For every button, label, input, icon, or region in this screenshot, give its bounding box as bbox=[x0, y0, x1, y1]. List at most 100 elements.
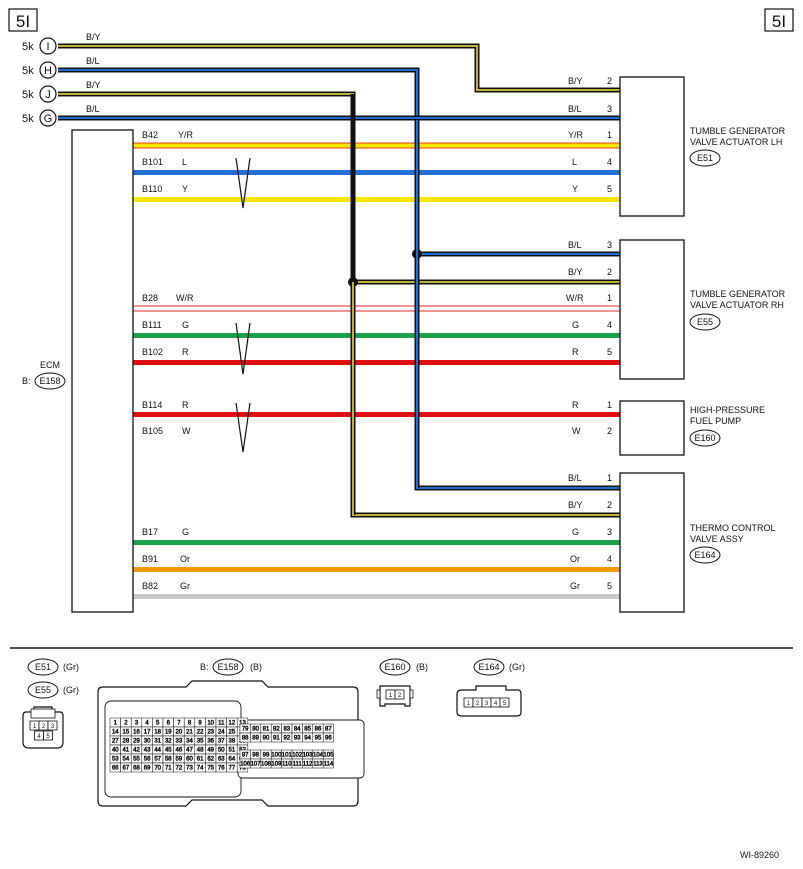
component-connector: E164 bbox=[694, 550, 715, 560]
pin-number: 83 bbox=[283, 727, 290, 733]
pin-number: 91 bbox=[273, 736, 280, 742]
ground-wire-code: B/Y bbox=[86, 80, 101, 90]
wire-b114 bbox=[133, 412, 620, 417]
pin-number: 111 bbox=[293, 762, 303, 768]
pin-number: 109 bbox=[271, 762, 282, 768]
wire-b110 bbox=[133, 197, 620, 202]
wire-b28 bbox=[132, 305, 621, 312]
pin-number: 85 bbox=[304, 727, 311, 733]
wire-code: G bbox=[182, 527, 189, 537]
pin-number: 36 bbox=[207, 739, 214, 745]
component-boxes bbox=[619, 76, 685, 613]
ecm-name: ECM bbox=[40, 360, 60, 370]
pin-number: 4 bbox=[37, 734, 41, 740]
pin-number: 112 bbox=[303, 762, 313, 768]
supply-code: B/Y bbox=[568, 76, 583, 86]
signal-wires bbox=[132, 142, 621, 599]
pin-number: 76 bbox=[218, 766, 225, 772]
pin-number: 90 bbox=[263, 736, 270, 742]
legend-badge-e164 bbox=[473, 658, 505, 676]
pin-number: 1 bbox=[114, 721, 118, 727]
pin-number: 23 bbox=[207, 730, 214, 736]
legend-badge-e51 bbox=[27, 658, 59, 676]
ground-wire-code: B/L bbox=[86, 56, 100, 66]
supply-pin: 2 bbox=[607, 267, 612, 277]
component-box-e51 bbox=[619, 76, 685, 217]
pin-number: 94 bbox=[304, 736, 311, 742]
pin-number: 38 bbox=[229, 739, 236, 745]
component-pin: 3 bbox=[607, 527, 612, 537]
pin-number: 103 bbox=[303, 753, 314, 759]
legend-prefix: B: bbox=[200, 662, 209, 672]
wire-code: R bbox=[182, 347, 189, 357]
wire-code: Gr bbox=[180, 581, 190, 591]
pin-number: 6 bbox=[167, 721, 171, 727]
legend-connector: E55 bbox=[35, 685, 51, 695]
pin-number: 99 bbox=[263, 753, 270, 759]
legend-housing: (Gr) bbox=[63, 662, 79, 672]
pin-number: 68 bbox=[133, 766, 140, 772]
pin-number: 43 bbox=[144, 748, 151, 754]
pin-number: 5 bbox=[46, 734, 50, 740]
pin-number: 34 bbox=[186, 739, 193, 745]
pin-number: 46 bbox=[176, 748, 183, 754]
component-pin: 4 bbox=[607, 320, 612, 330]
ground-wire-code: B/Y bbox=[86, 32, 101, 42]
pin-number: 82 bbox=[273, 727, 280, 733]
wire-code: L bbox=[572, 157, 577, 167]
pin-number: 45 bbox=[165, 748, 172, 754]
pin-number: 28 bbox=[123, 739, 130, 745]
pin-number: 2 bbox=[42, 724, 46, 730]
wire-code: R bbox=[182, 400, 189, 410]
supply-code: B/L bbox=[568, 104, 582, 114]
supply-code: B/L bbox=[568, 240, 582, 250]
wire-code: L bbox=[182, 157, 187, 167]
wire-code: W bbox=[572, 426, 581, 436]
pin-number: 3 bbox=[485, 701, 489, 707]
supply-labels: B/Y 2 B/L 3 B/L 3 B/Y 2 B/L 1 B/Y 2 bbox=[568, 76, 612, 510]
legend-connector: E158 bbox=[217, 662, 238, 672]
pin-number: 98 bbox=[252, 753, 259, 759]
pin-number: 64 bbox=[229, 757, 236, 763]
ecm-prefix: B: bbox=[22, 376, 31, 386]
pin-number: 95 bbox=[315, 736, 322, 742]
ecm-pin: B28 bbox=[142, 293, 158, 303]
legend-badge-e55 bbox=[27, 681, 59, 699]
pin-number: 51 bbox=[229, 748, 236, 754]
legend-connector: E160 bbox=[384, 662, 405, 672]
pin-number: 60 bbox=[186, 757, 193, 763]
pin-number: 100 bbox=[271, 753, 282, 759]
pin-number: 20 bbox=[176, 730, 183, 736]
pin-number: 102 bbox=[292, 753, 303, 759]
supply-pin: 2 bbox=[607, 76, 612, 86]
pin-number: 58 bbox=[165, 757, 172, 763]
ground-G-icon bbox=[39, 109, 57, 127]
wire-code: Or bbox=[180, 554, 190, 564]
wire-code: W/R bbox=[566, 293, 584, 303]
wire-code: W/R bbox=[176, 293, 194, 303]
trunk-overlays bbox=[350, 120, 420, 515]
pin-number: 13 bbox=[239, 721, 246, 727]
wire-code: W bbox=[182, 426, 191, 436]
component-name: TUMBLE GENERATOR bbox=[690, 126, 786, 136]
pin-number: 73 bbox=[186, 766, 193, 772]
ground-H-icon bbox=[39, 61, 57, 79]
pin-number: 18 bbox=[154, 730, 161, 736]
pin-number: 3 bbox=[51, 724, 55, 730]
component-box-e164 bbox=[619, 472, 685, 613]
supply-code: B/L bbox=[568, 473, 582, 483]
pin-number: 81 bbox=[263, 727, 270, 733]
ground-wire-code: B/L bbox=[86, 104, 100, 114]
wire-b105 bbox=[133, 439, 620, 444]
legend-badge-e158 bbox=[212, 658, 244, 676]
pin-number: 37 bbox=[218, 739, 225, 745]
wire-b111 bbox=[133, 333, 620, 338]
pin-number: 59 bbox=[176, 757, 183, 763]
component-name: HIGH-PRESSURE bbox=[690, 405, 765, 415]
pin-number: 57 bbox=[154, 757, 161, 763]
ground-letter: G bbox=[44, 113, 53, 125]
pin-number: 8 bbox=[188, 721, 192, 727]
pin-number: 11 bbox=[218, 721, 225, 727]
wire-code: R bbox=[572, 347, 579, 357]
supply-pin: 3 bbox=[607, 240, 612, 250]
